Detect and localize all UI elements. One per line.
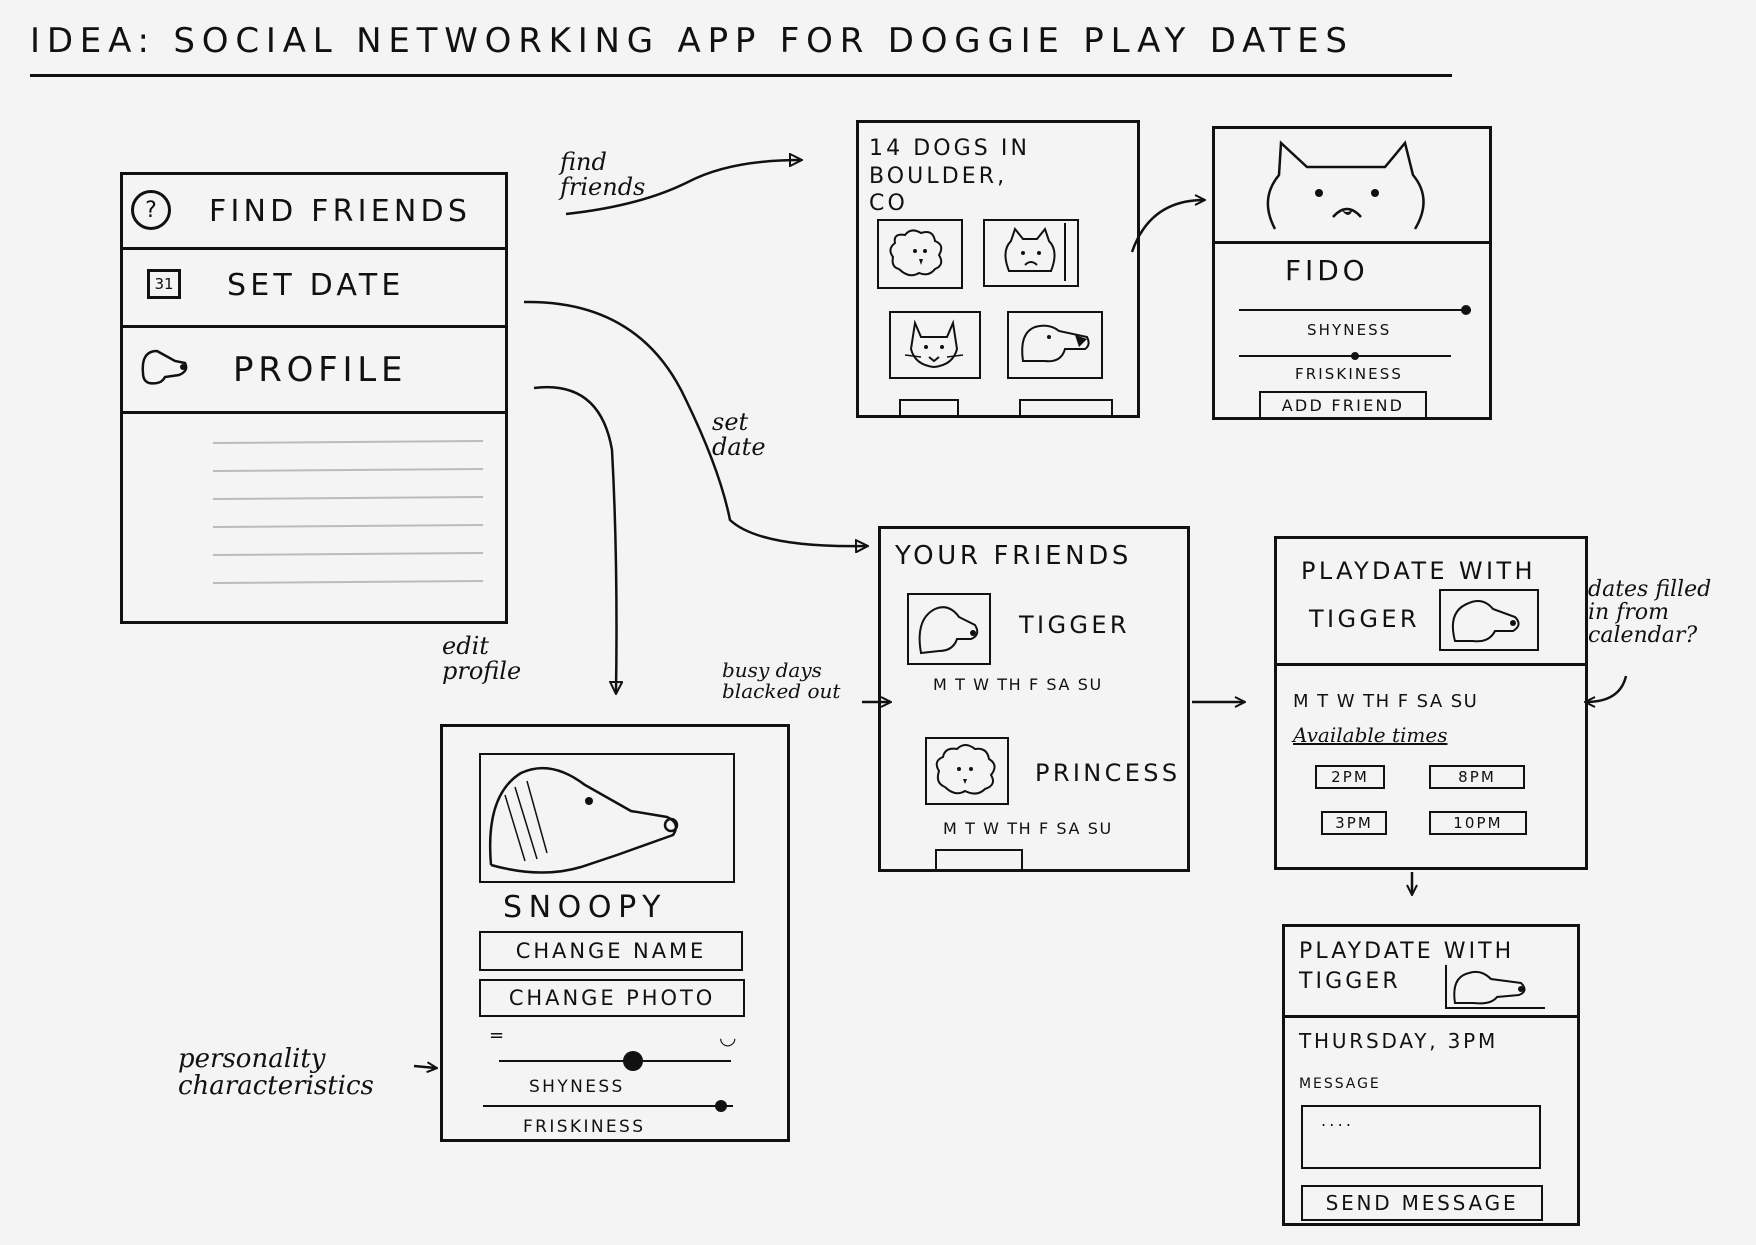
title-underline xyxy=(30,74,1452,77)
menu-item-label: SET DATE xyxy=(227,268,405,303)
busy-days: M T W TH F SA SU xyxy=(933,675,1103,694)
shyness-slider[interactable] xyxy=(1239,303,1471,317)
slider-knob[interactable] xyxy=(1351,352,1359,360)
dog-thumb-poodle[interactable] xyxy=(877,219,963,289)
poodle-icon xyxy=(935,744,996,795)
add-friend-button[interactable]: ADD FRIEND xyxy=(1259,391,1427,419)
friends-heading: YOUR FRIENDS xyxy=(895,541,1133,571)
profile-name: SNOOPY xyxy=(503,890,668,925)
shyness-slider[interactable] xyxy=(499,1051,731,1071)
time-slot-button[interactable]: 2PM xyxy=(1315,765,1385,789)
playdate-divider xyxy=(1277,663,1585,666)
dog-thumb-beagle[interactable] xyxy=(1007,311,1103,379)
change-photo-button[interactable]: CHANGE PHOTO xyxy=(479,979,745,1017)
dog-face-icon xyxy=(1266,140,1425,230)
profile-photo[interactable] xyxy=(479,753,735,883)
smile-face-icon: ◡ xyxy=(719,1025,737,1049)
message-divider xyxy=(1285,1015,1577,1018)
friend-photo xyxy=(907,593,991,665)
annotation-set-date: set date xyxy=(712,408,766,462)
list-item-stub xyxy=(1019,399,1113,417)
send-message-button[interactable]: SEND MESSAGE xyxy=(1301,1185,1543,1221)
dog-name: FIDO xyxy=(1285,254,1369,287)
menu-item-profile[interactable]: PROFILE xyxy=(123,325,505,414)
arrow-dog-detail xyxy=(1130,200,1204,253)
time-slot-button[interactable]: 10PM xyxy=(1429,811,1527,835)
menu-item-label: PROFILE xyxy=(233,350,408,390)
message-heading: PLAYDATE WITH xyxy=(1299,939,1515,964)
dog-face-icon xyxy=(1004,223,1066,281)
dog-profile-icon xyxy=(918,606,979,655)
dog-head-icon xyxy=(141,349,188,385)
slider-knob[interactable] xyxy=(1461,305,1471,315)
message-screen: PLAYDATE WITH TIGGER THURSDAY, 3PM MESSA… xyxy=(1282,924,1580,1226)
menu-item-set-date[interactable]: 31 SET DATE xyxy=(123,247,505,328)
dog-thumb-fido[interactable] xyxy=(983,219,1079,287)
dog-detail-screen: FIDO SHYNESS FRISKINESS ADD FRIEND xyxy=(1212,126,1492,420)
slider-knob[interactable] xyxy=(623,1051,643,1071)
arrow-edit-profile xyxy=(533,385,617,692)
annotation-edit-profile: edit profile xyxy=(442,632,522,686)
dog-thumb-cat[interactable] xyxy=(889,311,981,379)
change-name-button[interactable]: CHANGE NAME xyxy=(479,931,743,971)
arrow-personality xyxy=(413,1066,436,1068)
question-circle-icon: ? xyxy=(131,190,171,230)
message-input[interactable]: .... xyxy=(1301,1105,1541,1169)
menu-item-find-friends[interactable]: ? FIND FRIENDS xyxy=(123,175,505,250)
available-times-label: Available times xyxy=(1293,723,1448,747)
playdate-screen: PLAYDATE WITH TIGGER M T W TH F SA SU Av… xyxy=(1274,536,1588,870)
message-placeholder: .... xyxy=(1321,1111,1355,1130)
dog-profile-icon xyxy=(1453,970,1526,1005)
dog-list-screen: 14 DOGS IN BOULDER, CO xyxy=(856,120,1140,418)
message-label: MESSAGE xyxy=(1299,1076,1381,1092)
dog-profile-icon xyxy=(1451,600,1520,643)
friend-item-tigger[interactable]: TIGGER M T W TH F SA SU xyxy=(881,585,1187,695)
list-item-stub xyxy=(899,399,959,417)
slider-label: SHYNESS xyxy=(529,1077,625,1097)
friend-photo xyxy=(1445,965,1545,1009)
slider-label: FRISKINESS xyxy=(1295,365,1403,383)
detail-divider xyxy=(1215,241,1489,244)
friends-screen: YOUR FRIENDS TIGGER M T W TH F SA SU PRI… xyxy=(878,526,1190,872)
arrow-find-friends xyxy=(565,160,800,216)
time-slot-button[interactable]: 3PM xyxy=(1321,811,1387,835)
slider-label: FRISKINESS xyxy=(523,1117,646,1137)
slider-knob[interactable] xyxy=(715,1100,727,1112)
annotation-personality: personality characteristics xyxy=(178,1044,374,1102)
cat-face-icon xyxy=(904,319,964,369)
poodle-icon xyxy=(889,229,943,277)
page-title: IDEA: SOCIAL NETWORKING APP FOR DOGGIE P… xyxy=(30,21,1354,61)
dog-profile-icon xyxy=(488,766,679,874)
friend-name: TIGGER xyxy=(1019,611,1130,639)
menu-placeholder-lines xyxy=(212,440,484,584)
menu-screen: ? FIND FRIENDS 31 SET DATE PROFILE xyxy=(120,172,508,624)
annotation-dates-filled: dates filled in from calendar? xyxy=(1588,577,1712,649)
message-heading-name: TIGGER xyxy=(1299,969,1401,994)
arrow-dates-filled xyxy=(1586,675,1628,702)
dog-profile-icon xyxy=(1021,324,1090,363)
playdate-heading-name: TIGGER xyxy=(1309,605,1420,633)
slider-label: SHYNESS xyxy=(1307,321,1392,339)
friskiness-slider[interactable] xyxy=(483,1099,743,1113)
week-days: M T W TH F SA SU xyxy=(1293,691,1479,712)
menu-item-label: FIND FRIENDS xyxy=(209,194,472,229)
profile-screen: SNOOPY CHANGE NAME CHANGE PHOTO = ◡ SHYN… xyxy=(440,724,790,1142)
friend-photo xyxy=(1439,589,1539,651)
annotation-find-friends: find friends xyxy=(560,148,646,202)
list-item-stub xyxy=(935,849,1023,871)
sad-face-icon: = xyxy=(489,1025,505,1046)
annotation-busy-days: busy days blacked out xyxy=(722,658,841,703)
calendar-icon: 31 xyxy=(147,269,181,299)
playdate-heading: PLAYDATE WITH xyxy=(1301,557,1536,585)
busy-days: M T W TH F SA SU xyxy=(943,819,1113,838)
arrow-set-date xyxy=(523,300,866,546)
friskiness-slider[interactable] xyxy=(1239,349,1451,363)
time-slot-button[interactable]: 8PM xyxy=(1429,765,1525,789)
friend-item-princess[interactable]: PRINCESS M T W TH F SA SU xyxy=(881,733,1187,843)
friend-name: PRINCESS xyxy=(1035,759,1181,787)
dog-list-heading: 14 DOGS IN BOULDER, CO xyxy=(869,136,1030,216)
message-datetime: THURSDAY, 3PM xyxy=(1299,1029,1499,1053)
friend-photo xyxy=(925,737,1009,805)
